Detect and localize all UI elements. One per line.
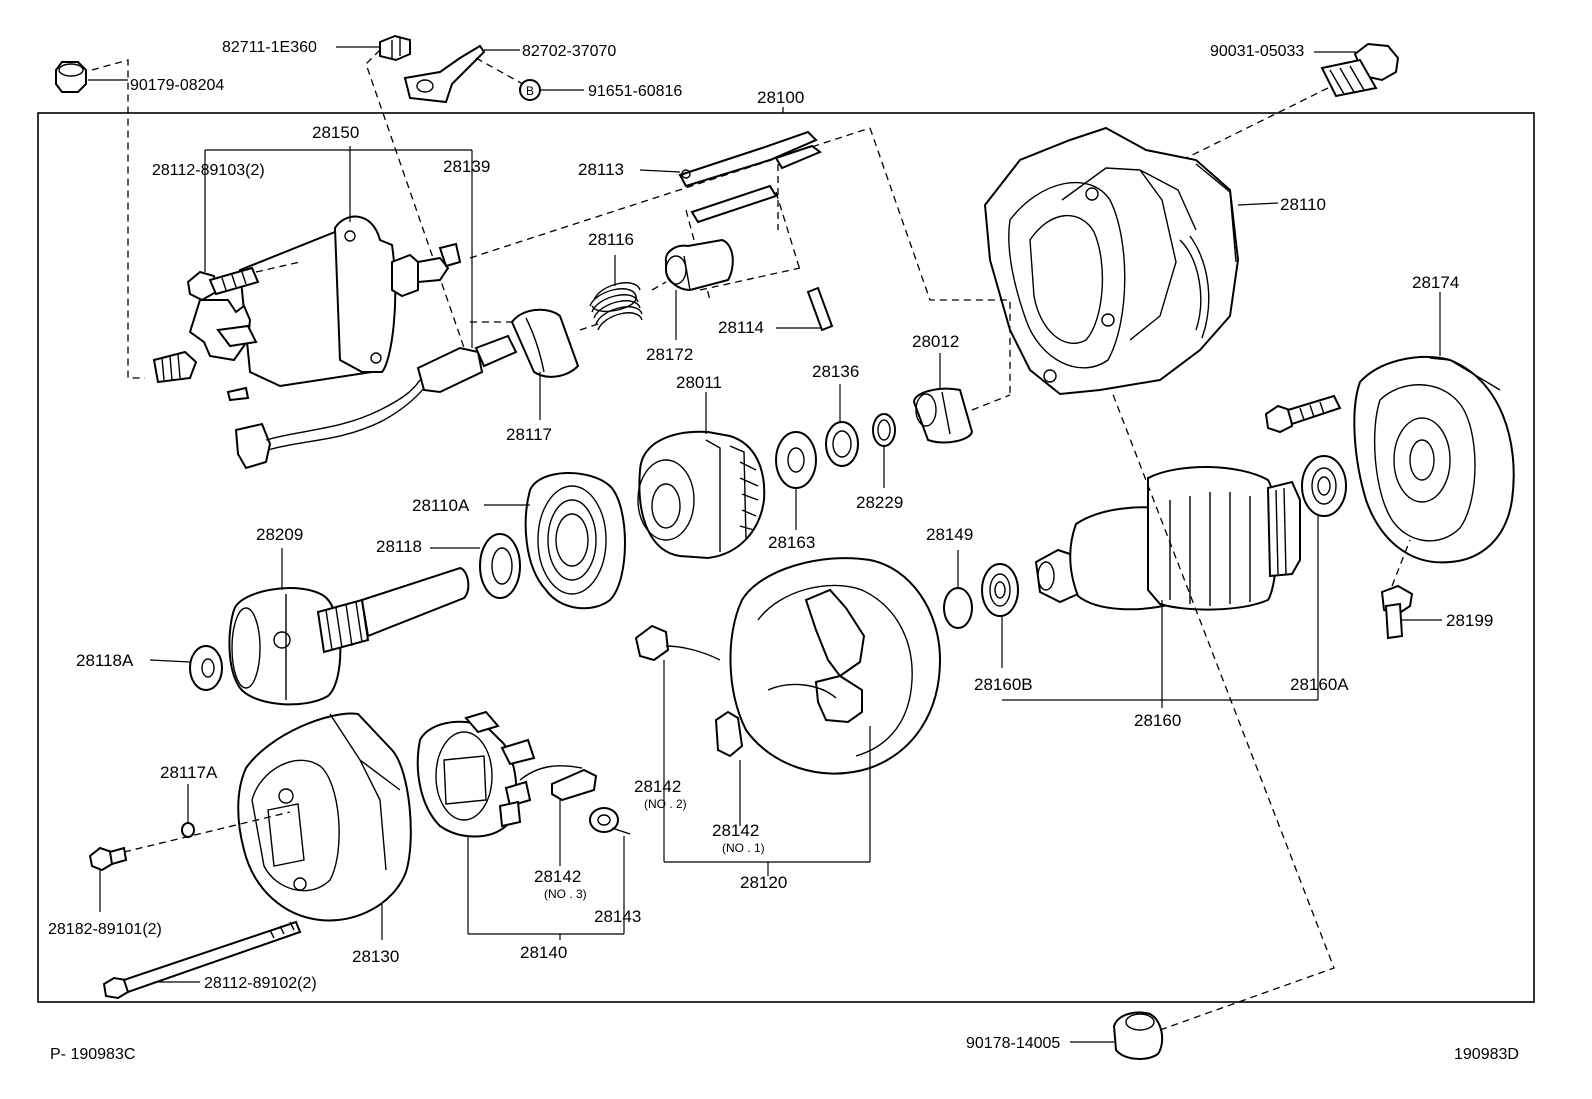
stop-collar-28163 bbox=[775, 431, 817, 489]
bolt-90031 bbox=[1320, 42, 1400, 98]
washer-28136 bbox=[825, 421, 859, 467]
label-28160: 28160 bbox=[1134, 711, 1181, 730]
label-28182-89101: 28182-89101(2) bbox=[48, 921, 162, 938]
label-28209: 28209 bbox=[256, 525, 303, 544]
assembly-frame bbox=[37, 112, 1535, 1003]
label-28114: 28114 bbox=[718, 318, 764, 337]
brush-28142-no3 bbox=[519, 765, 598, 802]
bracket-82702 bbox=[403, 44, 486, 104]
label-28150: 28150 bbox=[312, 123, 359, 142]
label-28120: 28120 bbox=[740, 873, 787, 892]
note-no3: (NO . 3) bbox=[544, 887, 587, 901]
label-90031-05033: 90031-05033 bbox=[1210, 43, 1304, 60]
snap-ring-28229 bbox=[872, 413, 896, 447]
label-28160A: 28160A bbox=[1290, 675, 1349, 694]
label-28160B: 28160B bbox=[974, 675, 1033, 694]
label-28149: 28149 bbox=[926, 525, 973, 544]
label-82702-37070: 82702-37070 bbox=[522, 43, 616, 60]
washer-28118A bbox=[189, 645, 223, 691]
label-28116: 28116 bbox=[588, 230, 634, 249]
label-28163: 28163 bbox=[768, 533, 815, 552]
lever-block-28117 bbox=[510, 308, 580, 378]
terminal-cap-82711 bbox=[379, 34, 411, 62]
clutch-28011 bbox=[637, 430, 766, 560]
label-28012: 28012 bbox=[912, 332, 959, 351]
spring-28116 bbox=[589, 282, 643, 331]
end-cover-28174 bbox=[1353, 355, 1515, 564]
plunger-28172 bbox=[664, 238, 734, 292]
through-bolt-end bbox=[1264, 394, 1342, 434]
label-90178-14005: 90178-14005 bbox=[966, 1035, 1060, 1052]
label-28139: 28139 bbox=[443, 157, 490, 176]
label-28142-no2: 28142 bbox=[634, 777, 681, 796]
label-28172: 28172 bbox=[646, 345, 693, 364]
pin-28114 bbox=[806, 286, 834, 332]
label-28142-no3: 28142 bbox=[534, 867, 581, 886]
cap-nut-90179 bbox=[55, 61, 87, 93]
label-28136: 28136 bbox=[812, 362, 859, 381]
brush-28142-no1 bbox=[714, 710, 744, 758]
label-28174: 28174 bbox=[1412, 273, 1459, 292]
label-28112-89102: 28112-89102(2) bbox=[204, 975, 317, 992]
bearing-28160A bbox=[1301, 455, 1347, 517]
note-no1: (NO . 1) bbox=[722, 841, 765, 855]
commutator-frame-28130 bbox=[237, 712, 412, 922]
brush-28142-no2 bbox=[634, 624, 721, 662]
through-bolt-28112-89102 bbox=[102, 920, 302, 1000]
lead-wire-28139 bbox=[234, 334, 518, 470]
label-28113: 28113 bbox=[578, 160, 624, 179]
label-90179-08204: 90179-08204 bbox=[130, 77, 224, 94]
terminal-28199 bbox=[1380, 584, 1414, 640]
bolt-28112-89103 bbox=[186, 266, 260, 302]
label-28110: 28110 bbox=[1280, 195, 1326, 214]
washer-28118 bbox=[479, 533, 521, 599]
lever-28113 bbox=[678, 130, 822, 224]
ref-code-right: 190983D bbox=[1454, 1046, 1519, 1063]
field-yoke-28120 bbox=[729, 557, 942, 775]
label-28117: 28117 bbox=[506, 425, 552, 444]
o-ring-28117A bbox=[181, 822, 195, 838]
ref-code-left: P- 190983C bbox=[50, 1046, 135, 1063]
label-28011: 28011 bbox=[676, 373, 722, 392]
label-28118A: 28118A bbox=[76, 651, 134, 670]
label-28140: 28140 bbox=[520, 943, 567, 962]
drive-housing-28110 bbox=[983, 126, 1240, 396]
note-no2: (NO . 2) bbox=[644, 797, 687, 811]
label-28229: 28229 bbox=[856, 493, 903, 512]
armature-28160 bbox=[1034, 466, 1301, 611]
spring-28143 bbox=[589, 807, 631, 835]
label-28143: 28143 bbox=[594, 907, 641, 926]
label-28112-89103: 28112-89103(2) bbox=[152, 162, 265, 179]
label-28130: 28130 bbox=[352, 947, 399, 966]
solenoid-28150 bbox=[152, 215, 462, 402]
svg-text:B: B bbox=[526, 84, 534, 98]
seal-28149 bbox=[943, 587, 973, 629]
label-28199: 28199 bbox=[1446, 611, 1493, 630]
label-82711-1E360: 82711-1E360 bbox=[222, 39, 317, 56]
center-bearing-28110A bbox=[524, 471, 626, 610]
circle-b-marker: B bbox=[519, 79, 541, 101]
label-28118: 28118 bbox=[376, 537, 422, 556]
label-28142-no1: 28142 bbox=[712, 821, 759, 840]
cap-nut-90178 bbox=[1112, 1011, 1164, 1060]
label-28117A: 28117A bbox=[160, 763, 218, 782]
bushing-28012 bbox=[912, 387, 974, 444]
label-28100: 28100 bbox=[757, 88, 804, 107]
screw-28182 bbox=[88, 846, 128, 872]
planetary-shaft-28209 bbox=[228, 566, 470, 706]
label-91651-60816: 91651-60816 bbox=[588, 83, 682, 100]
bearing-28160B bbox=[981, 563, 1019, 617]
brush-holder-28140 bbox=[416, 710, 536, 838]
label-28110A: 28110A bbox=[412, 496, 470, 515]
